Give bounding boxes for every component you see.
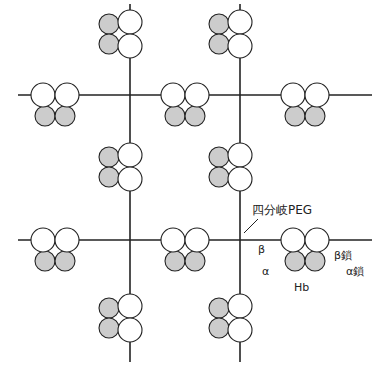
alpha-chain (55, 251, 75, 271)
alpha-chain (35, 106, 55, 126)
beta-chain (118, 34, 142, 58)
alpha-chain (99, 34, 119, 54)
alpha-chain (99, 298, 119, 318)
beta-chain (118, 294, 142, 318)
beta-chain (55, 228, 79, 252)
alpha-chain (99, 14, 119, 34)
alpha-chain (305, 251, 325, 271)
part-label: α (262, 266, 269, 278)
part-label: 四分岐PEG (252, 204, 312, 217)
alpha-chain (209, 298, 229, 318)
alpha-chain (185, 251, 205, 271)
alpha-chain (285, 251, 305, 271)
beta-chain (118, 143, 142, 167)
alpha-chain (185, 106, 205, 126)
alpha-chain (55, 106, 75, 126)
beta-chain (118, 318, 142, 342)
beta-chain (161, 83, 185, 107)
alpha-chain (165, 251, 185, 271)
alpha-chain (165, 106, 185, 126)
alpha-chain (305, 106, 325, 126)
alpha-chain (35, 251, 55, 271)
part-label: Hb (294, 282, 309, 294)
beta-chain (185, 228, 209, 252)
alpha-chain (99, 147, 119, 167)
hb-units (31, 10, 329, 342)
alpha-chain (209, 167, 229, 187)
part-label: β (258, 244, 265, 256)
beta-chain (118, 10, 142, 34)
beta-chain (161, 228, 185, 252)
alpha-chain (209, 14, 229, 34)
alpha-chain (209, 318, 229, 338)
beta-chain (305, 83, 329, 107)
beta-chain (118, 167, 142, 191)
alpha-chain (99, 318, 119, 338)
peg-branches (18, 4, 372, 362)
alpha-chain (209, 147, 229, 167)
alpha-chain (209, 34, 229, 54)
part-label: β鎖 (334, 250, 352, 262)
beta-chain (281, 228, 305, 252)
beta-chain (228, 10, 252, 34)
beta-chain (228, 294, 252, 318)
beta-chain (281, 83, 305, 107)
beta-chain (185, 83, 209, 107)
beta-chain (228, 34, 252, 58)
alpha-chain (99, 167, 119, 187)
beta-chain (228, 167, 252, 191)
part-label: α鎖 (346, 266, 364, 278)
beta-chain (31, 83, 55, 107)
beta-chain (31, 228, 55, 252)
beta-chain (55, 83, 79, 107)
alpha-chain (285, 106, 305, 126)
beta-chain (305, 228, 329, 252)
beta-chain (228, 143, 252, 167)
beta-chain (228, 318, 252, 342)
